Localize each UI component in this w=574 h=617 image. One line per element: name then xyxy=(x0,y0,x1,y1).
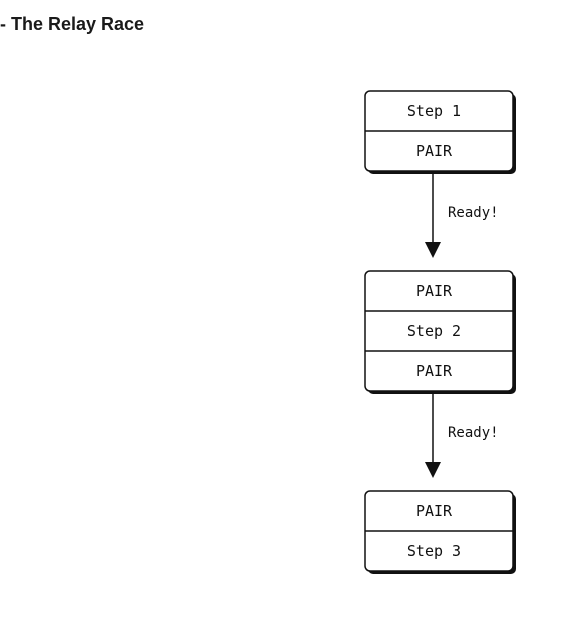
stage-2: PAIR Step 2 PAIR xyxy=(364,270,516,394)
transition-2-arrowhead xyxy=(425,462,441,478)
stage-1-cell-2: PAIR xyxy=(416,142,453,160)
stage-2-cell-2: Step 2 xyxy=(407,322,461,340)
stage-1-cell-1: Step 1 xyxy=(407,102,461,120)
stage-2-cell-3: PAIR xyxy=(416,362,453,380)
stage-3-cell-1: PAIR xyxy=(416,502,453,520)
stage-2-cell-1: PAIR xyxy=(416,282,453,300)
transition-1-label: Ready! xyxy=(448,205,499,221)
stage-3: PAIR Step 3 xyxy=(364,490,516,574)
transition-1-arrowhead xyxy=(425,242,441,258)
transition-2-label: Ready! xyxy=(448,425,499,441)
transition-2: Ready! xyxy=(425,391,499,478)
stage-3-cell-2: Step 3 xyxy=(407,542,461,560)
transition-1: Ready! xyxy=(425,171,499,258)
page-title: - The Relay Race xyxy=(0,14,145,34)
stage-1: Step 1 PAIR xyxy=(364,90,516,174)
stage-2-box xyxy=(364,270,514,392)
